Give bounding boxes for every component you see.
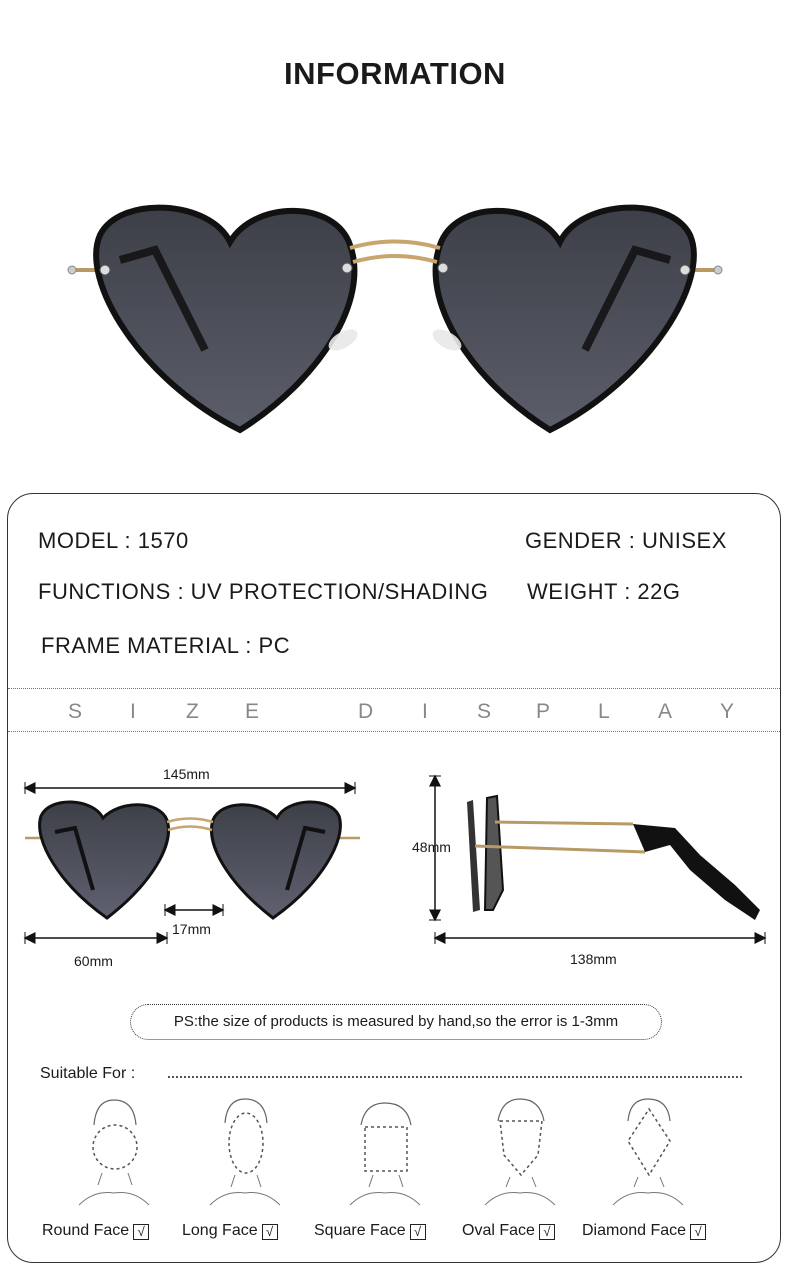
face-label-text: Oval Face: [462, 1222, 535, 1239]
lens-height-label: 48mm: [412, 839, 451, 855]
check-icon: √: [538, 1224, 555, 1240]
size-display-letter: I: [130, 700, 136, 723]
page-title: INFORMATION: [284, 56, 506, 91]
total-width-label: 145mm: [163, 766, 210, 782]
check-icon: √: [261, 1224, 278, 1240]
face-option-oval: Oval Face√: [462, 1222, 555, 1240]
sunglasses-front-image: [67, 204, 723, 434]
info-panel: [7, 493, 781, 1263]
check-icon: √: [133, 1224, 150, 1240]
face-label-text: Long Face: [182, 1222, 258, 1239]
diamond-face-icon: [612, 1098, 684, 1206]
face-option-round: Round Face√: [42, 1222, 150, 1240]
divider-top: [8, 688, 780, 689]
divider-bottom: [8, 731, 780, 732]
face-option-diamond: Diamond Face√: [582, 1222, 707, 1240]
size-display-heading: S I Z E D I S P L A Y: [8, 700, 780, 724]
suitable-dotted-line: [168, 1076, 742, 1078]
suitable-for-label: Suitable For :: [40, 1065, 136, 1082]
frame-material-spec: FRAME MATERIAL : PC: [41, 633, 291, 658]
size-display-letter: D: [358, 700, 374, 723]
gender-spec: GENDER : UNISEX: [525, 528, 727, 553]
bridge-width-label: 17mm: [172, 921, 211, 937]
face-option-long: Long Face√: [182, 1222, 278, 1240]
size-display-letter: L: [598, 700, 610, 723]
size-display-letter: Z: [186, 700, 199, 723]
square-face-icon: [349, 1102, 421, 1206]
size-display-letter: A: [658, 700, 673, 723]
check-icon: √: [409, 1224, 426, 1240]
measurement-note: PS:the size of products is measured by h…: [130, 1004, 662, 1040]
round-face-icon: [78, 1099, 150, 1206]
size-display-letter: E: [245, 700, 260, 723]
check-icon: √: [690, 1224, 707, 1240]
weight-spec: WEIGHT : 22G: [527, 579, 681, 604]
face-label-text: Round Face: [42, 1222, 130, 1239]
long-face-icon: [209, 1098, 281, 1206]
front-size-diagram: [23, 782, 360, 944]
oval-face-icon: [484, 1098, 556, 1206]
size-display-letter: P: [536, 700, 551, 723]
size-display-letter: S: [68, 700, 83, 723]
model-spec: MODEL : 1570: [38, 528, 189, 553]
size-display-letter: I: [422, 700, 428, 723]
side-size-diagram: [429, 774, 767, 944]
face-option-square: Square Face√: [314, 1222, 426, 1240]
temple-length-label: 138mm: [570, 951, 617, 967]
face-label-text: Square Face: [314, 1222, 406, 1239]
size-display-letter: Y: [720, 700, 735, 723]
lens-width-label: 60mm: [74, 953, 113, 969]
functions-spec: FUNCTIONS : UV PROTECTION/SHADING: [38, 579, 489, 604]
size-display-letter: S: [477, 700, 492, 723]
face-label-text: Diamond Face: [582, 1222, 687, 1239]
